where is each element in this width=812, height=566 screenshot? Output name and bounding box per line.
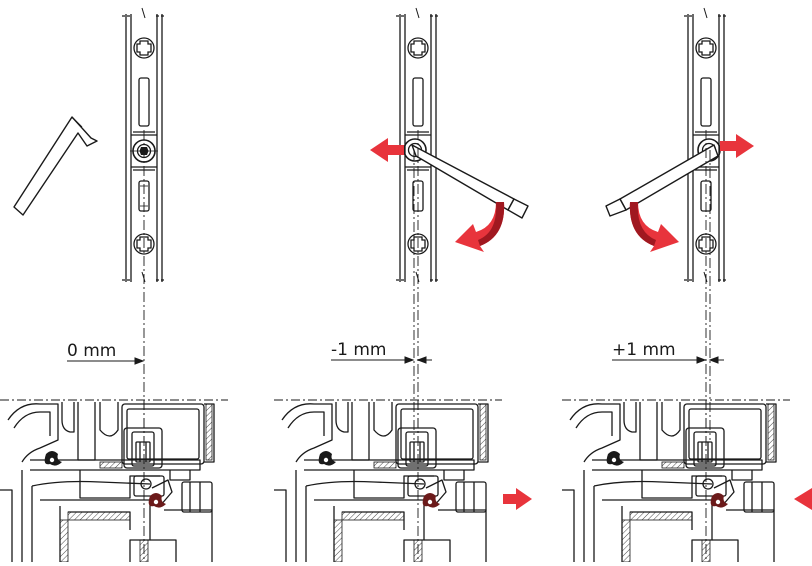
curved-arrow-icon	[629, 202, 679, 252]
dimension-neutral	[67, 357, 145, 365]
offset-label-neutral: 0 mm	[67, 341, 116, 361]
screw-icon	[695, 37, 717, 59]
offset-label-minus: -1 mm	[331, 340, 386, 360]
offset-label-plus: +1 mm	[612, 340, 676, 360]
hex-key-icon	[605, 144, 719, 217]
panel-minus	[370, 7, 529, 440]
gasket-icon	[44, 451, 62, 466]
window-profile-section	[0, 399, 228, 563]
arrow-right-icon	[503, 488, 532, 510]
window-profile-section	[273, 399, 503, 563]
curved-arrow-icon	[455, 202, 505, 252]
hinge-plate	[396, 7, 440, 283]
dimension-minus	[331, 356, 432, 364]
arrow-left-icon	[794, 488, 812, 510]
hex-key-icon	[411, 144, 529, 219]
panel-neutral	[13, 7, 166, 440]
screw-icon	[407, 37, 429, 59]
dimension-plus	[612, 356, 724, 364]
arrow-left-icon	[370, 138, 404, 162]
gasket-icon	[148, 493, 166, 508]
window-profile-section	[561, 399, 791, 563]
panel-plus	[605, 7, 754, 440]
arrow-right-icon	[720, 134, 754, 158]
hex-key-icon	[13, 116, 98, 216]
screw-icon	[133, 37, 155, 59]
